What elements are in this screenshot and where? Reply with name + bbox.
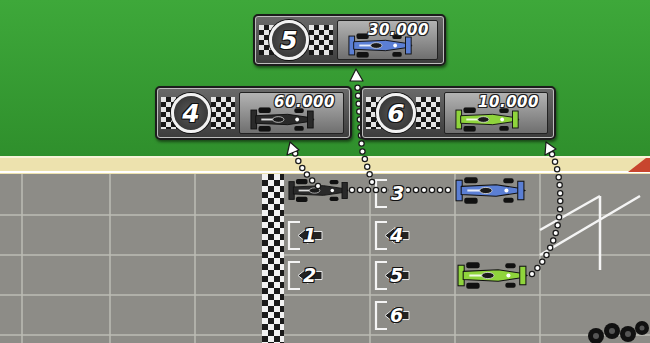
prize-panel: 10.000 <box>444 92 548 134</box>
grid-number: 5 <box>388 264 405 286</box>
grid-number: 1 <box>301 224 318 246</box>
grass <box>0 0 650 158</box>
grid-number: 2 <box>301 264 318 286</box>
checkered-flag <box>309 25 333 55</box>
position-badge: 6 <box>376 93 416 133</box>
grid-number: 4 <box>388 224 405 246</box>
grid-number: 3 <box>389 182 406 204</box>
prize-money: 60.000 <box>274 94 335 111</box>
tyre-stack <box>588 321 649 343</box>
position-badge: 4 <box>171 93 211 133</box>
podium-box: 4 60.000 <box>155 86 352 140</box>
prize-panel: 60.000 <box>239 92 344 134</box>
position-number: 5 <box>280 28 297 53</box>
position-badge: 5 <box>269 20 309 60</box>
position-number: 4 <box>182 101 199 126</box>
prize-panel: 30.000 <box>337 20 438 60</box>
podium-box: 6 10.000 <box>360 86 556 140</box>
race-cars <box>289 177 527 289</box>
prize-money: 10.000 <box>478 94 539 111</box>
position-number: 6 <box>387 101 404 126</box>
grid-slots <box>289 180 409 329</box>
grid-number: 6 <box>388 304 405 326</box>
track-grid <box>0 174 650 343</box>
kerb-strip <box>0 156 650 175</box>
checkered-flag <box>416 97 440 129</box>
checkered-flag <box>211 97 235 129</box>
podium-box: 5 30.000 <box>253 14 446 66</box>
prize-money: 30.000 <box>368 22 429 39</box>
